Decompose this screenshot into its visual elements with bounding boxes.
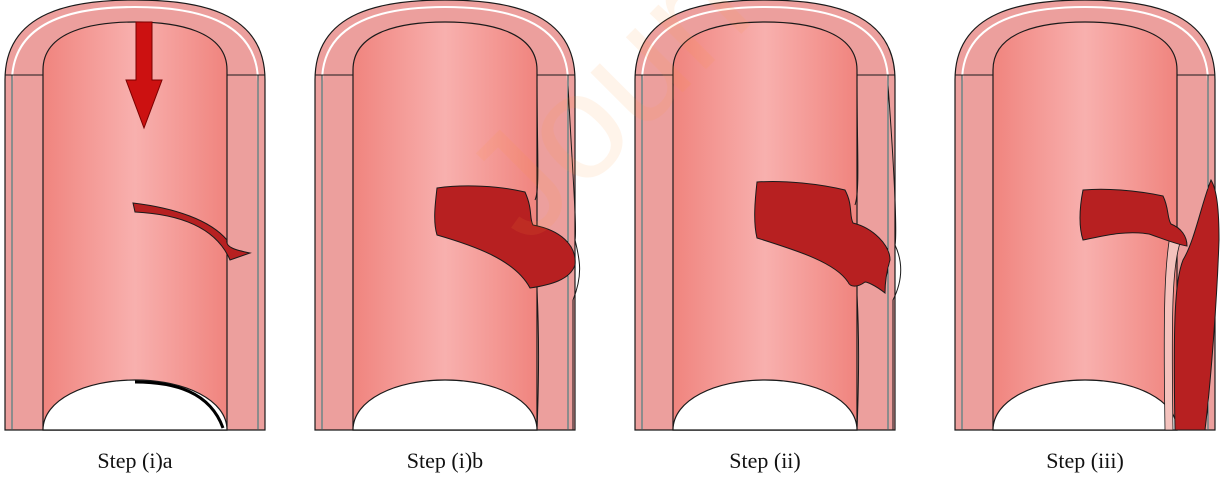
panel-step-ii [635,0,901,430]
panel-step-ia [5,0,265,430]
caption-step-ib: Step (i)b [335,448,555,474]
panel-step-ib [315,0,580,430]
caption-step-ii: Step (ii) [655,448,875,474]
caption-step-ia: Step (i)a [25,448,245,474]
panel-step-iii [955,0,1219,430]
caption-step-iii: Step (iii) [975,448,1195,474]
